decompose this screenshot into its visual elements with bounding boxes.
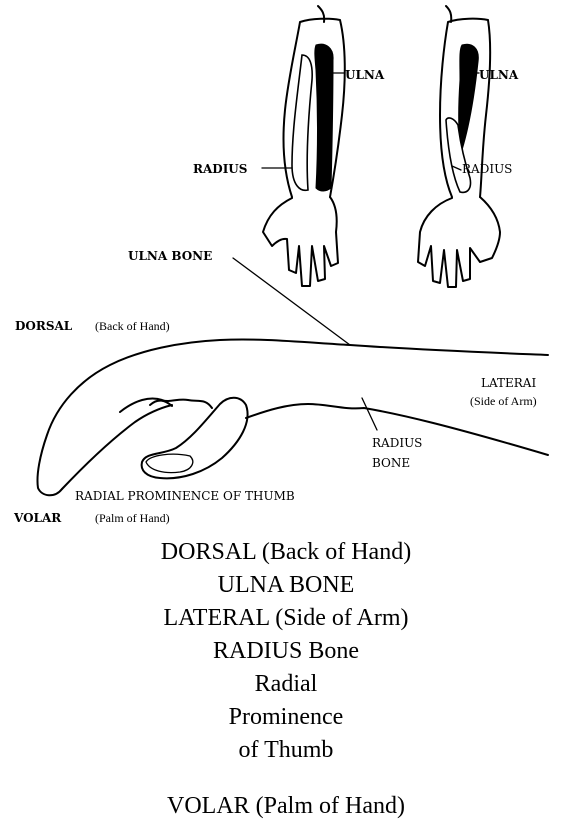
knuckle-creases (120, 399, 212, 413)
right-hand-outline (418, 197, 500, 287)
term-dorsal: DORSAL (Back of Hand) (0, 536, 572, 569)
left-ulna-label: ULNA (345, 68, 385, 82)
radius-bone-leader (362, 398, 377, 430)
thumbnail (146, 454, 193, 472)
lateral-note: (Side of Arm) (470, 394, 537, 408)
left-radius-bone (292, 55, 312, 190)
term-ulna-bone: ULNA BONE (0, 569, 572, 602)
dorsal-label: DORSAL (15, 319, 73, 333)
left-radius-label: RADIUS (193, 162, 247, 176)
term-radius-bone: RADIUS Bone (0, 635, 572, 668)
side-view-hand-illustration: ULNA BONE DORSAL (Back of Hand) LATERAI … (13, 249, 548, 525)
volar-note: (Palm of Hand) (95, 511, 170, 525)
ulna-bone-label: ULNA BONE (128, 249, 212, 263)
radial-prominence-label: RADIAL PROMINENCE OF THUMB (75, 489, 295, 503)
right-forearm-illustration: ULNA RADIUS (418, 6, 519, 287)
radius-bone-label-line2: BONE (372, 456, 410, 470)
right-ulna-label: ULNA (479, 68, 519, 82)
left-hand-outline (263, 197, 338, 286)
lateral-label: LATERAI (481, 376, 536, 390)
finger-underside (62, 405, 172, 489)
volar-label: VOLAR (13, 511, 62, 525)
term-of-thumb: of Thumb (0, 734, 572, 767)
left-forearm-illustration: ULNA RADIUS (193, 6, 385, 286)
radius-bone-label-line1: RADIUS (372, 436, 422, 450)
right-ulna-bone (459, 44, 479, 150)
dorsal-note: (Back of Hand) (95, 319, 170, 333)
right-radius-label: RADIUS (462, 162, 512, 176)
term-lateral: LATERAL (Side of Arm) (0, 602, 572, 635)
term-radial: Radial (0, 668, 572, 701)
dorsal-outline (37, 339, 548, 495)
term-list: DORSAL (Back of Hand) ULNA BONE LATERAL … (0, 536, 572, 823)
term-volar: VOLAR (Palm of Hand) (0, 790, 572, 823)
forearm-anatomy-diagram: ULNA RADIUS ULNA RADIUS ULNA BONE DORSAL… (0, 0, 572, 530)
left-ulna-bone (315, 44, 333, 191)
term-prominence: Prominence (0, 701, 572, 734)
